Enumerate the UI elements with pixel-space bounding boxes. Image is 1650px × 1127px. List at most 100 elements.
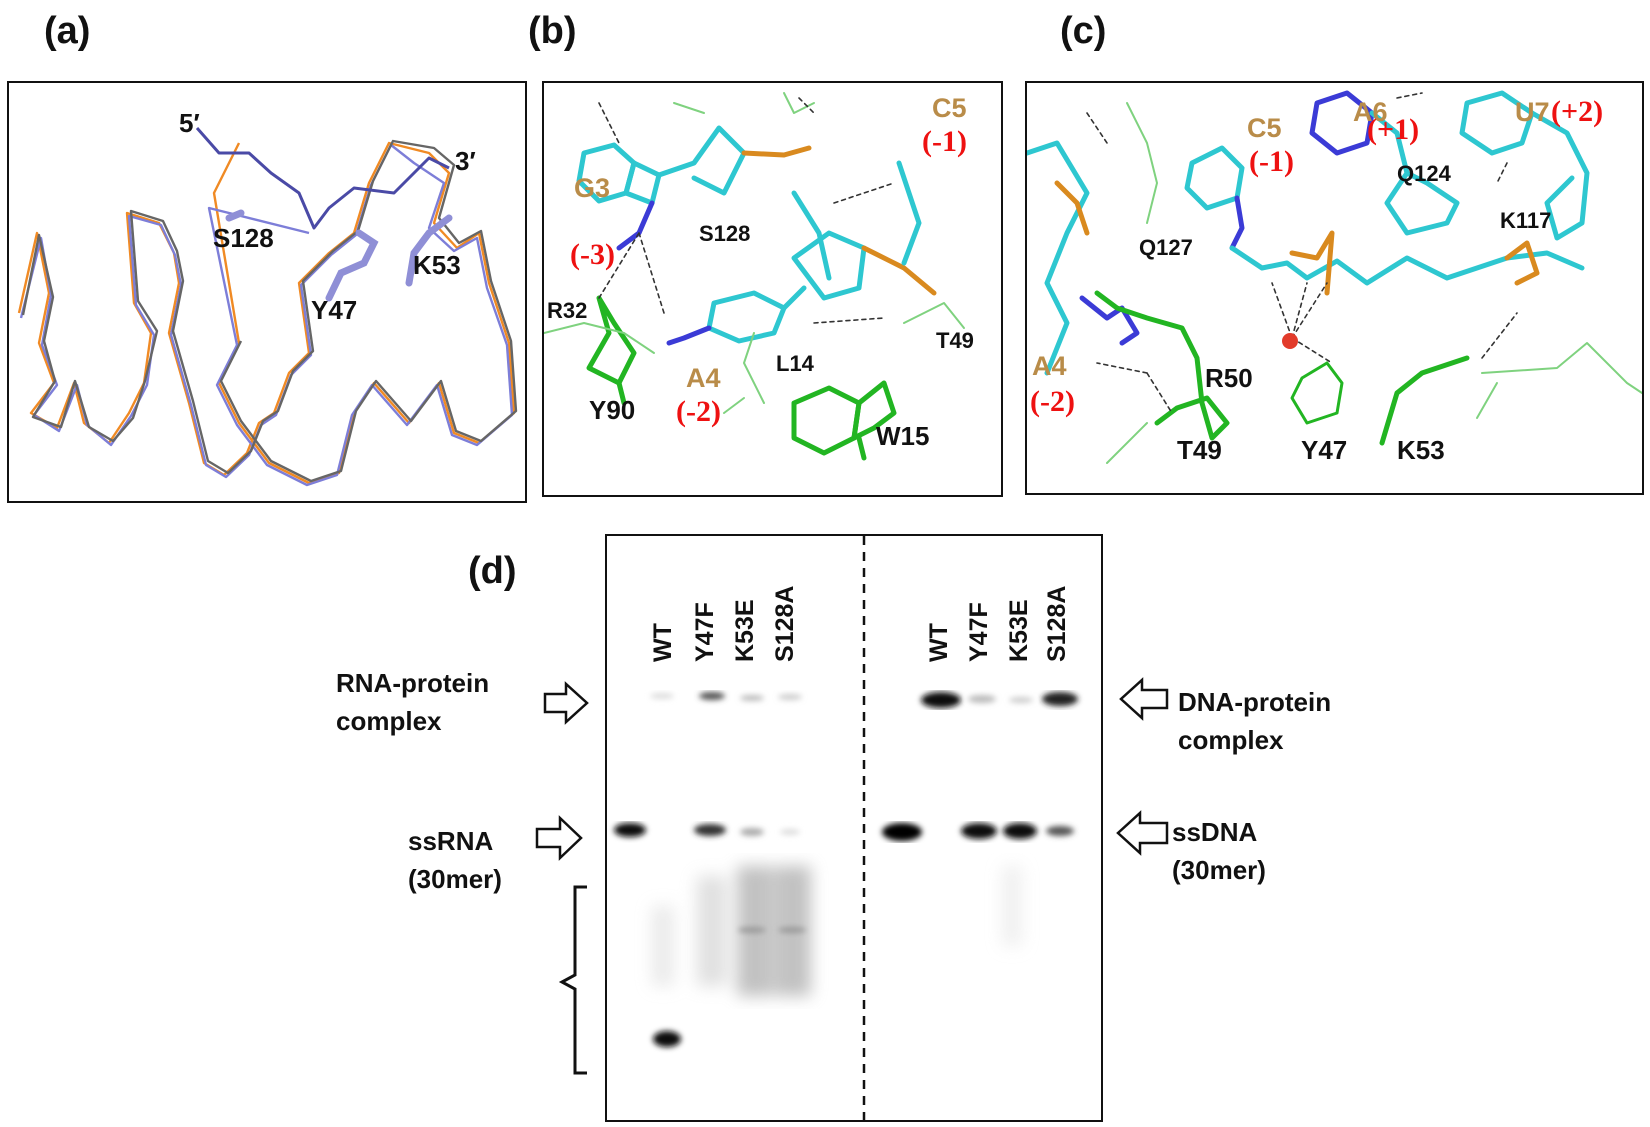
band-complex [1009, 697, 1033, 703]
nucleotide-label-a4: A4 [1032, 351, 1067, 381]
degradation-bracket [558, 885, 587, 1075]
band-complex [778, 694, 802, 700]
right-arrow-icon [543, 681, 589, 725]
ribose-2 [791, 230, 867, 301]
lane-label: S128A [1043, 585, 1071, 662]
rna-backbone [1229, 245, 1585, 286]
band-degraded [778, 927, 806, 933]
panel-label-b: (b) [528, 10, 577, 52]
w15-sidechain [791, 385, 862, 456]
y90-sidechain [586, 295, 637, 386]
rna-protein-complex-label: RNA-protein complex [336, 668, 490, 736]
k53-sidechain [405, 214, 453, 287]
c5-base [1184, 145, 1245, 211]
lane-label: Y47F [965, 602, 993, 662]
band-complex [740, 695, 764, 701]
panel-c-structure: C5 (-1) A6 (+1) U7 (+2) Q124 K117 Q127 A… [1025, 81, 1644, 495]
lane-label: K53E [731, 599, 759, 662]
lane-label: Y47F [691, 602, 719, 662]
r50-sidechain [1094, 290, 1230, 441]
ribose-1 [656, 125, 747, 196]
residue-label-r50: R50 [1205, 363, 1253, 393]
panel-label-c: (c) [1060, 10, 1107, 52]
residue-label-k53: K53 [413, 250, 461, 280]
band-free [780, 829, 800, 835]
lane-label: WT [925, 623, 953, 662]
a4-base [706, 290, 787, 344]
grey-backbone-trace [21, 139, 518, 483]
residue-label-y47: Y47 [1301, 435, 1348, 465]
band-complex [921, 692, 961, 708]
rna-strand-trace [195, 127, 450, 230]
gel-image: WT Y47F K53E S128A WT Y47F K53E S128A [605, 534, 1103, 1122]
ssdna-label: ssDNA (30mer) [1172, 817, 1266, 885]
lane-label: WT [649, 623, 677, 662]
water-molecule [1282, 333, 1298, 349]
panel-label-a: (a) [44, 10, 91, 52]
residue-label-w15: W15 [876, 421, 930, 451]
band-complex [1042, 692, 1078, 706]
nucleotide-label-c5: C5 [1247, 113, 1282, 143]
left-arrow-icon [1116, 810, 1169, 856]
residue-label-q127: Q127 [1139, 235, 1193, 260]
right-arrow-icon [535, 815, 583, 861]
band-complex [650, 693, 674, 699]
dna-protein-complex-label: DNA-protein complex [1178, 687, 1332, 755]
gel-bands [614, 536, 1078, 1120]
smear [697, 876, 727, 986]
left-arrow-icon [1119, 677, 1169, 721]
binding-site-stick-model [1027, 90, 1642, 464]
position-label-a4: (-2) [676, 395, 721, 428]
k53-sidechain [1379, 355, 1470, 446]
residue-label-k53: K53 [1397, 435, 1445, 465]
residue-label-k117: K117 [1500, 208, 1552, 233]
panel-b-structure: G3 (-3) S128 R32 Y90 A4 (-2) L14 W15 T49… [542, 81, 1003, 497]
nucleotide-label-a6: A6 [1353, 97, 1388, 127]
residue-label-y90: Y90 [589, 395, 636, 425]
band-free [1046, 826, 1074, 836]
nucleotide-label-u7: U7 [1515, 97, 1550, 127]
position-label-u7: (+2) [1551, 95, 1604, 128]
y47-sidechain [325, 229, 379, 302]
residue-label-t49: T49 [936, 328, 974, 353]
u7-base [1459, 90, 1535, 156]
ssrna-label: ssRNA (30mer) [408, 826, 502, 894]
band-free [961, 823, 997, 839]
smear [1002, 866, 1022, 946]
band-free [614, 823, 646, 837]
nucleotide-label-a4: A4 [686, 363, 721, 393]
position-label-a6: (+1) [1367, 113, 1420, 146]
band-degraded [653, 1031, 681, 1047]
band-free [882, 823, 922, 841]
a6-base [1309, 90, 1375, 156]
residue-label-s128: S128 [699, 221, 751, 246]
nucleotide-label-c5: C5 [932, 93, 967, 123]
panel-a-structure: 5′ 3′ S128 K53 Y47 [7, 81, 527, 503]
residue-label-s128: S128 [213, 223, 274, 253]
g3-base-ring [623, 160, 662, 206]
panel-label-d: (d) [468, 550, 517, 592]
band-complex [699, 692, 725, 700]
position-label-c5: (-1) [1249, 145, 1294, 178]
position-label-c5: (-1) [922, 125, 967, 158]
band-free [1003, 823, 1037, 839]
residue-label-y47: Y47 [311, 295, 358, 325]
residue-label-t49: T49 [1177, 435, 1222, 465]
binding-site-stick-model [544, 92, 965, 461]
lane-label: S128A [771, 585, 799, 662]
band-complex [968, 695, 996, 703]
band-free [740, 828, 764, 836]
residue-label-q124: Q124 [1397, 161, 1451, 186]
band-free [694, 824, 726, 836]
residue-label-r32: R32 [547, 298, 588, 323]
blue-backbone-trace [19, 143, 514, 487]
band-degraded [738, 927, 766, 933]
label-5prime: 5′ [179, 108, 200, 138]
s128-sidechain [225, 209, 245, 222]
residue-label-l14: L14 [776, 351, 814, 376]
position-label-a4: (-2) [1030, 385, 1075, 418]
backbone-superposition-trace [17, 127, 518, 487]
smear [652, 906, 674, 986]
label-3prime: 3′ [455, 146, 476, 176]
lane-label: K53E [1005, 599, 1033, 662]
